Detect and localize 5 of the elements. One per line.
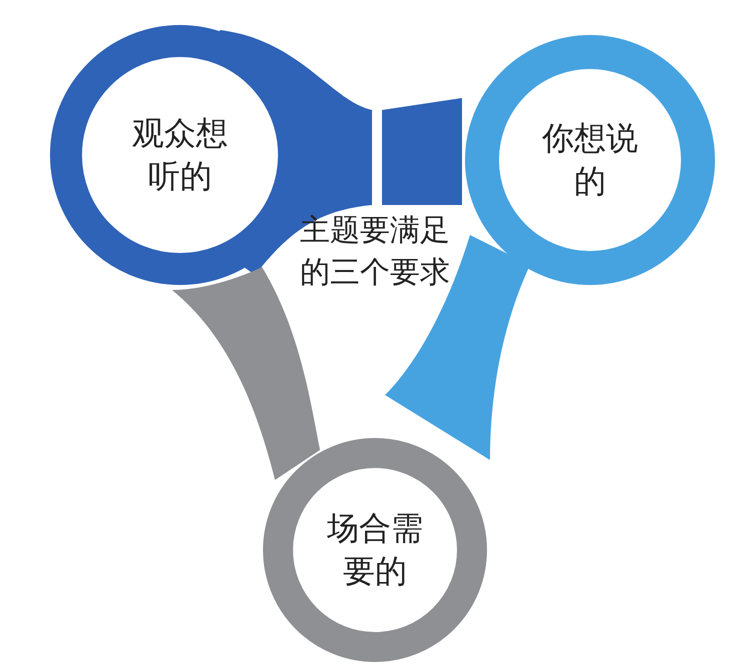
ring-handle-shape: [50, 25, 462, 285]
center-text: 主题要满足的三个要求: [300, 212, 450, 292]
ring-label: 场合需要的: [326, 508, 424, 592]
ring-label: 你想说的: [541, 118, 639, 202]
ring-label: 观众想听的: [131, 112, 229, 197]
